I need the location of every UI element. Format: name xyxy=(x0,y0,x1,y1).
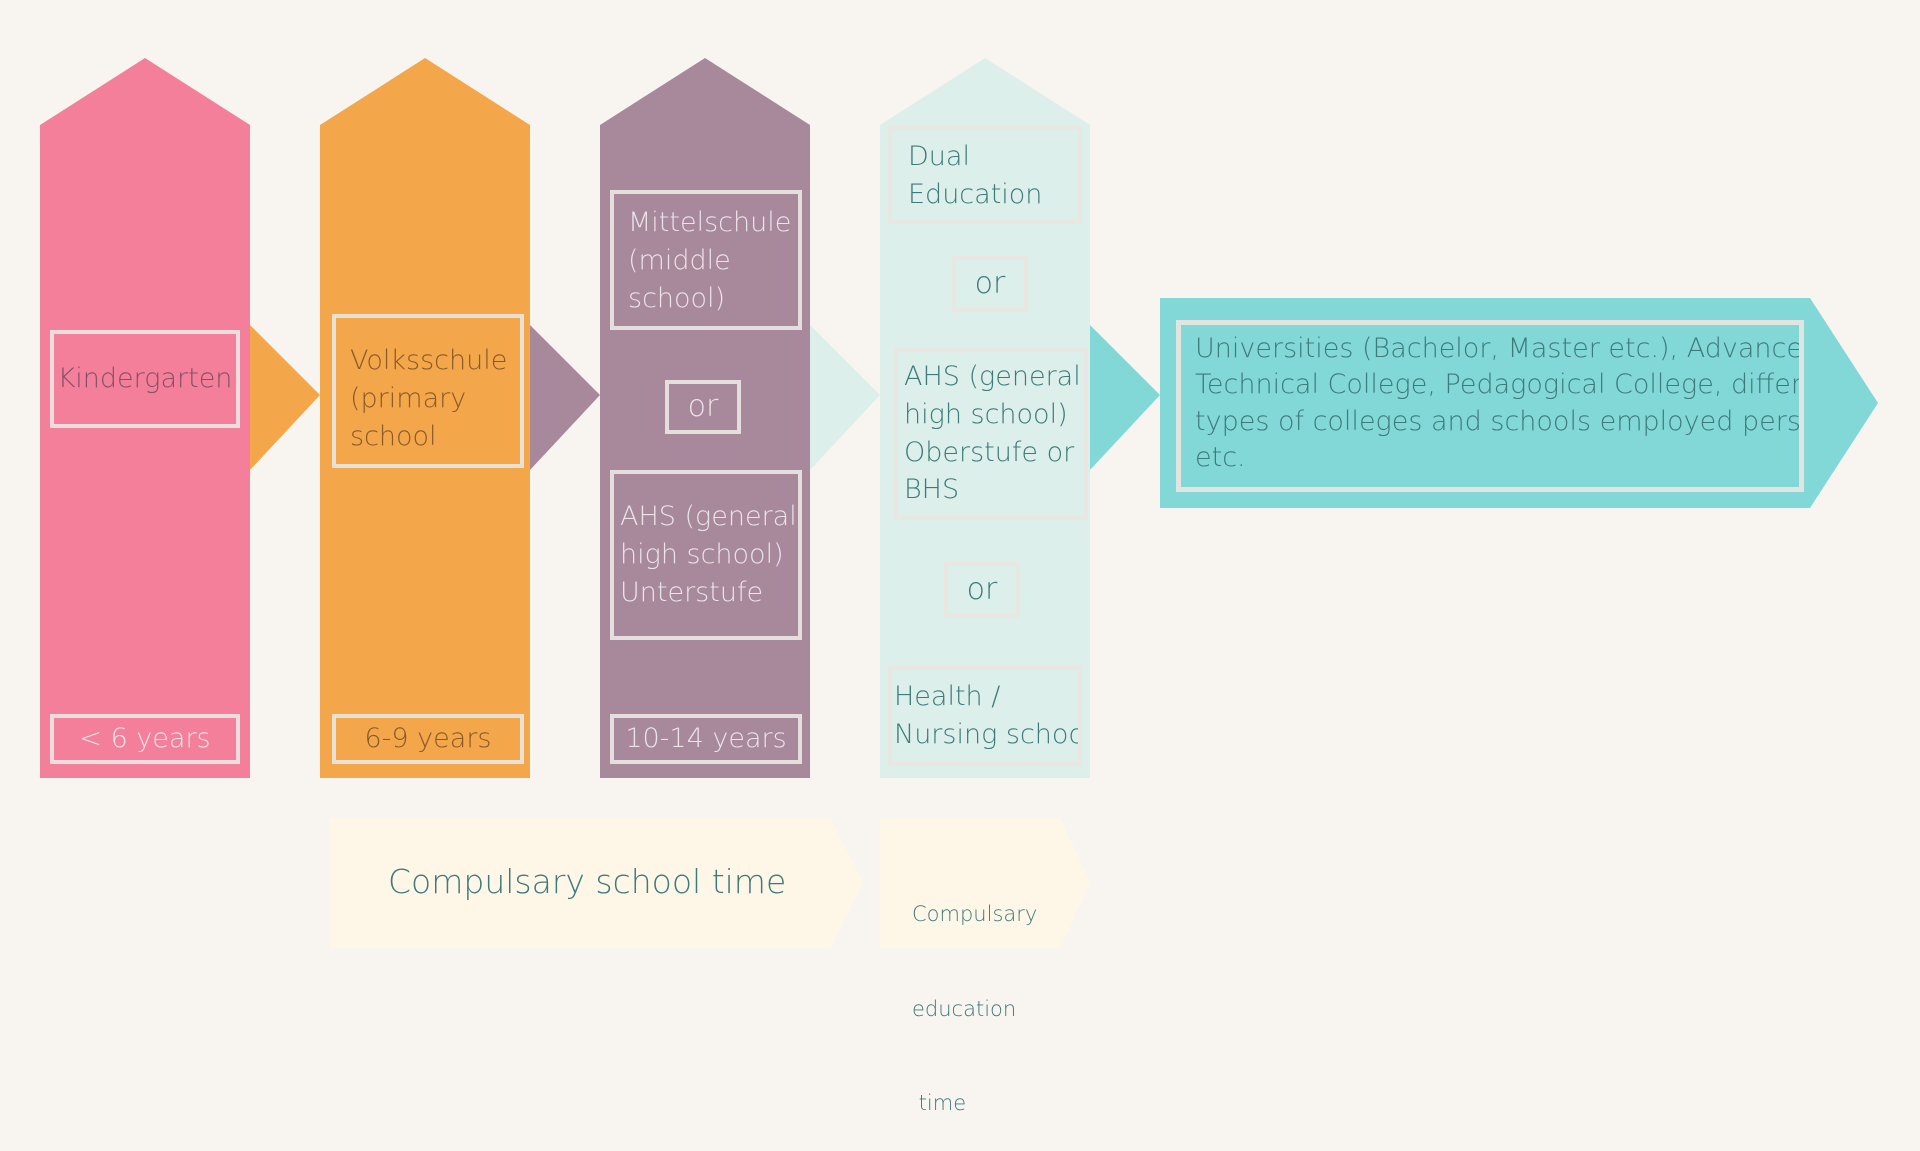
primary-label-line: (primary xyxy=(350,382,467,414)
upper-option3-line: Health / xyxy=(894,681,1001,712)
upper-option2-line: AHS (general xyxy=(904,361,1081,392)
kindergarten-label: Kindergarten xyxy=(57,363,233,395)
connector-arrow-middle-upper xyxy=(810,325,880,470)
compulsory-education-line: education xyxy=(912,996,1017,1021)
middle-or-label: or xyxy=(687,389,719,424)
upper-option-dual-education: Dual Education xyxy=(888,126,1082,224)
middle-or-box: or xyxy=(665,380,741,434)
upper-option1-line: Dual xyxy=(908,141,970,172)
middle-option2-line: Unterstufe xyxy=(620,576,764,608)
column-kindergarten xyxy=(40,58,250,778)
compulsory-education-time-label: Compulsary education time xyxy=(912,836,1037,1151)
middle-age-box: 10-14 years xyxy=(610,714,802,764)
compulsory-education-line: Compulsary xyxy=(912,902,1038,926)
university-line: Technical College, Pedagogical College, … xyxy=(1195,369,1804,401)
middle-option1-line: Mittelschule xyxy=(628,207,792,238)
primary-label-line: school xyxy=(350,420,437,452)
middle-option-mittelschule: Mittelschule (middle school) xyxy=(610,190,802,330)
compulsory-school-time-label: Compulsary school time xyxy=(388,862,787,901)
upper-option1-line: Education xyxy=(908,178,1043,210)
education-diagram xyxy=(40,58,1878,948)
upper-option2-line: high school) xyxy=(904,398,1068,430)
upper-option-ahs-bhs: AHS (general high school) Oberstufe or B… xyxy=(894,348,1088,520)
middle-age: 10-14 years xyxy=(625,723,787,755)
primary-age-box: 6-9 years xyxy=(332,714,524,764)
upper-option3-line: Nursing school xyxy=(894,718,1082,750)
kindergarten-age-box: < 6 years xyxy=(50,714,240,764)
upper-option2-line: BHS xyxy=(904,474,960,506)
compulsory-education-band xyxy=(880,818,1090,948)
upper-or-label-1: or xyxy=(974,266,1006,301)
university-line: etc. xyxy=(1195,442,1246,474)
middle-option-ahs: AHS (general high school) Unterstufe xyxy=(610,470,802,640)
university-arrow xyxy=(1160,298,1878,508)
kindergarten-age: < 6 years xyxy=(79,723,211,755)
university-line: Universities (Bachelor, Master etc.), Ad… xyxy=(1195,333,1804,364)
connector-arrow-upper-university xyxy=(1090,325,1160,470)
middle-option2-line: high school) xyxy=(620,538,784,570)
middle-option1-line: school) xyxy=(628,282,726,314)
upper-or-box-1: or xyxy=(952,256,1028,312)
upper-or-box-2: or xyxy=(944,562,1020,618)
column-upper-secondary xyxy=(880,58,1090,778)
upper-or-label-2: or xyxy=(966,572,998,607)
university-line: types of colleges and schools employed p… xyxy=(1195,405,1804,437)
primary-label-box: Volksschule (primary school xyxy=(332,314,524,468)
upper-option2-line: Oberstufe or xyxy=(904,436,1075,468)
primary-age: 6-9 years xyxy=(364,723,492,755)
university-text-box: Universities (Bachelor, Master etc.), Ad… xyxy=(1176,320,1804,492)
upper-option-health-nursing: Health / Nursing school xyxy=(888,666,1082,766)
column-primary-school xyxy=(320,58,530,778)
column-middle-school xyxy=(600,58,810,778)
connector-arrow-primary-middle xyxy=(530,325,600,470)
compulsory-education-line: time xyxy=(912,1091,967,1115)
primary-label-line: Volksschule xyxy=(350,345,508,376)
middle-option2-line: AHS (general xyxy=(620,501,797,532)
connector-arrow-kindergarten-primary xyxy=(250,325,320,470)
compulsory-school-band xyxy=(330,818,863,948)
middle-option1-line: (middle xyxy=(628,244,731,276)
kindergarten-label-box: Kindergarten xyxy=(50,330,240,428)
